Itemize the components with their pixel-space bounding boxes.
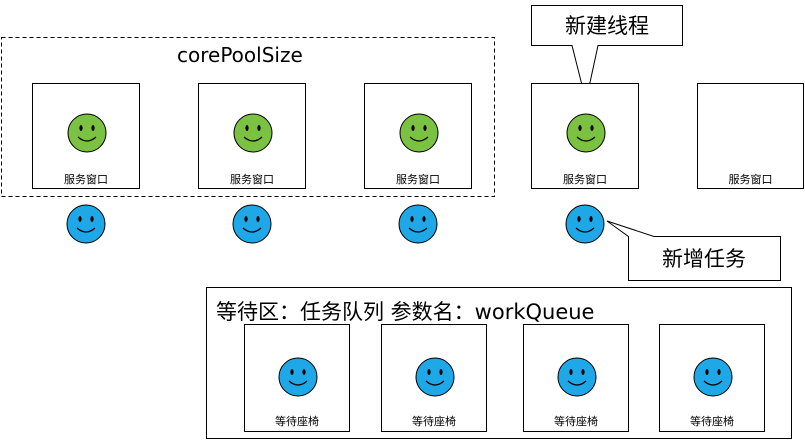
blue-smiley-icon [232,204,272,244]
waiting-seat-label: 等待座椅 [690,415,734,428]
green-smiley-icon [233,113,273,153]
blue-smiley-icon [693,357,733,397]
new-thread-callout-shape [531,5,683,102]
blue-smiley-icon [565,204,605,244]
waiting-seat-label: 等待座椅 [275,415,319,428]
service-window-label: 服务窗口 [396,173,440,186]
waiting-seat-2: 等待座椅 [381,324,487,432]
green-smiley-icon [67,113,107,153]
new-task-callout-shape [606,220,781,281]
waiting-seat-4: 等待座椅 [659,324,765,432]
blue-smiley-icon [415,357,455,397]
waiting-seat-3: 等待座椅 [523,324,629,432]
service-window-label: 服务窗口 [728,173,773,186]
waiting-seat-label: 等待座椅 [554,415,598,428]
service-window-label: 服务窗口 [563,173,607,186]
green-smiley-icon [566,113,606,153]
service-window-2: 服务窗口 [198,83,306,189]
service-window-label: 服务窗口 [230,173,274,186]
blue-smiley-icon [398,204,438,244]
waiting-seat-1: 等待座椅 [244,324,350,432]
core-pool-dashed-border [1,37,495,197]
blue-smiley-icon [278,357,318,397]
service-window-5-empty: 服务窗口 [697,83,804,189]
new-thread-callout-text: 新建线程 [565,14,649,38]
green-smiley-icon [399,113,439,153]
blue-smiley-icon [557,357,597,397]
service-window-4: 服务窗口 [531,83,639,189]
blue-smiley-icon [66,204,106,244]
waiting-seat-label: 等待座椅 [412,415,456,428]
service-window-1: 服务窗口 [32,83,140,189]
service-window-3: 服务窗口 [364,83,472,189]
waiting-queue-area: 等待区：任务队列 参数名：workQueue 等待座椅 等待座椅 [206,287,792,439]
core-pool-label: corePoolSize [177,43,303,67]
new-task-callout-text: 新增任务 [662,247,746,271]
waiting-queue-title: 等待区：任务队列 参数名：workQueue [216,300,595,324]
service-window-label: 服务窗口 [64,173,108,186]
